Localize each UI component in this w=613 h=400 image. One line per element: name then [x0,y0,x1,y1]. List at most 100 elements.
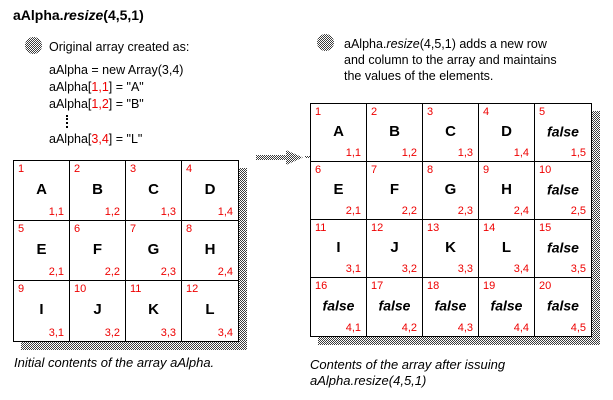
cell-index: 7 [130,223,137,235]
cell-index: 12 [371,222,384,234]
code-line-assign-a: aAlpha[1,1] = "A" [49,80,144,94]
cell-value: L [501,238,512,256]
cell-index: 8 [427,164,434,176]
right-grid-caption-line1: Contents of the array after issuing [310,357,506,372]
cell-index: 2 [74,163,81,175]
cell-index: 10 [539,164,552,176]
cell-position: 3,2 [401,263,417,275]
cell-index: 17 [371,280,384,292]
cell-position: 2,1 [48,266,64,278]
cell-value: false [322,297,355,314]
cell-position: 1,4 [513,147,529,159]
cell-index: 20 [539,280,552,292]
cell-value: K [445,238,456,256]
cell-index: 5 [18,223,25,235]
cell-value: F [389,180,400,198]
cell-value: false [547,297,579,314]
cell-position: 1,2 [104,206,120,218]
bullet-ball-icon [317,34,334,51]
cell-value: false [547,122,579,139]
resize-explanation-line3: the values of the elements. [344,69,494,83]
cell-value: false [378,297,411,314]
cell-position: 2,5 [570,205,586,217]
cell-value: B [389,122,400,140]
cell-index: 12 [186,283,199,295]
cell-position: 3,1 [48,327,64,339]
cell-index: 15 [539,222,552,234]
cell-value: K [148,300,159,318]
cell-value: D [501,122,512,140]
cell-position: 2,3 [457,205,473,217]
code-line-assign-l: aAlpha[3,4] = "L" [49,132,143,146]
cell-position: 3,4 [513,263,529,275]
cell-position: 2,4 [513,205,529,217]
cell-value: H [204,240,216,258]
cell-position: 1,4 [217,206,233,218]
right-grid-caption-line2: aAlpha.resize(4,5,1) [310,373,427,388]
cell-index: 14 [483,222,496,234]
cell-index: 7 [371,164,378,176]
resize-explanation: aAlpha.resize(4,5,1) adds a new row and … [344,36,557,84]
resize-explanation-line2: and column to the array and maintains [344,53,557,67]
title-args: (4,5,1) [103,7,144,23]
cell-index: 19 [483,280,496,292]
creation-code-block: aAlpha = new Array(3,4) aAlpha[1,1] = "A… [49,62,183,148]
cell-value: F [92,240,103,258]
cell-value: J [93,300,102,318]
cell-position: 1,3 [160,206,176,218]
cell-position: 3,3 [457,263,473,275]
cell-index: 1 [315,106,322,118]
cell-position: 4,4 [513,322,529,334]
cell-value: B [92,180,103,198]
cell-position: 2,2 [104,266,120,278]
cell-value: false [547,180,579,197]
cell-index: 2 [371,106,378,118]
cell-index: 13 [427,222,440,234]
cell-index: 4 [186,163,193,175]
cell-index: 1 [18,163,25,175]
cell-value: J [390,238,399,256]
cell-value: I [336,238,341,256]
cell-position: 1,1 [48,206,64,218]
cell-index: 3 [130,163,137,175]
cell-position: 3,1 [345,263,361,275]
cell-index: 9 [18,283,25,295]
cell-value: C [445,122,456,140]
right-grid-caption: Contents of the array after issuing aAlp… [310,357,505,389]
cell-value: E [333,180,344,198]
cell-value: C [148,180,159,198]
cell-index: 4 [483,106,490,118]
cell-position: 2,4 [217,266,233,278]
cell-position: 3,4 [217,327,233,339]
cell-value: A [333,122,344,140]
cell-index: 6 [315,164,322,176]
left-grid-caption: Initial contents of the array aAlpha. [14,355,215,370]
cell-value: false [547,238,579,255]
cell-value: H [501,180,512,198]
